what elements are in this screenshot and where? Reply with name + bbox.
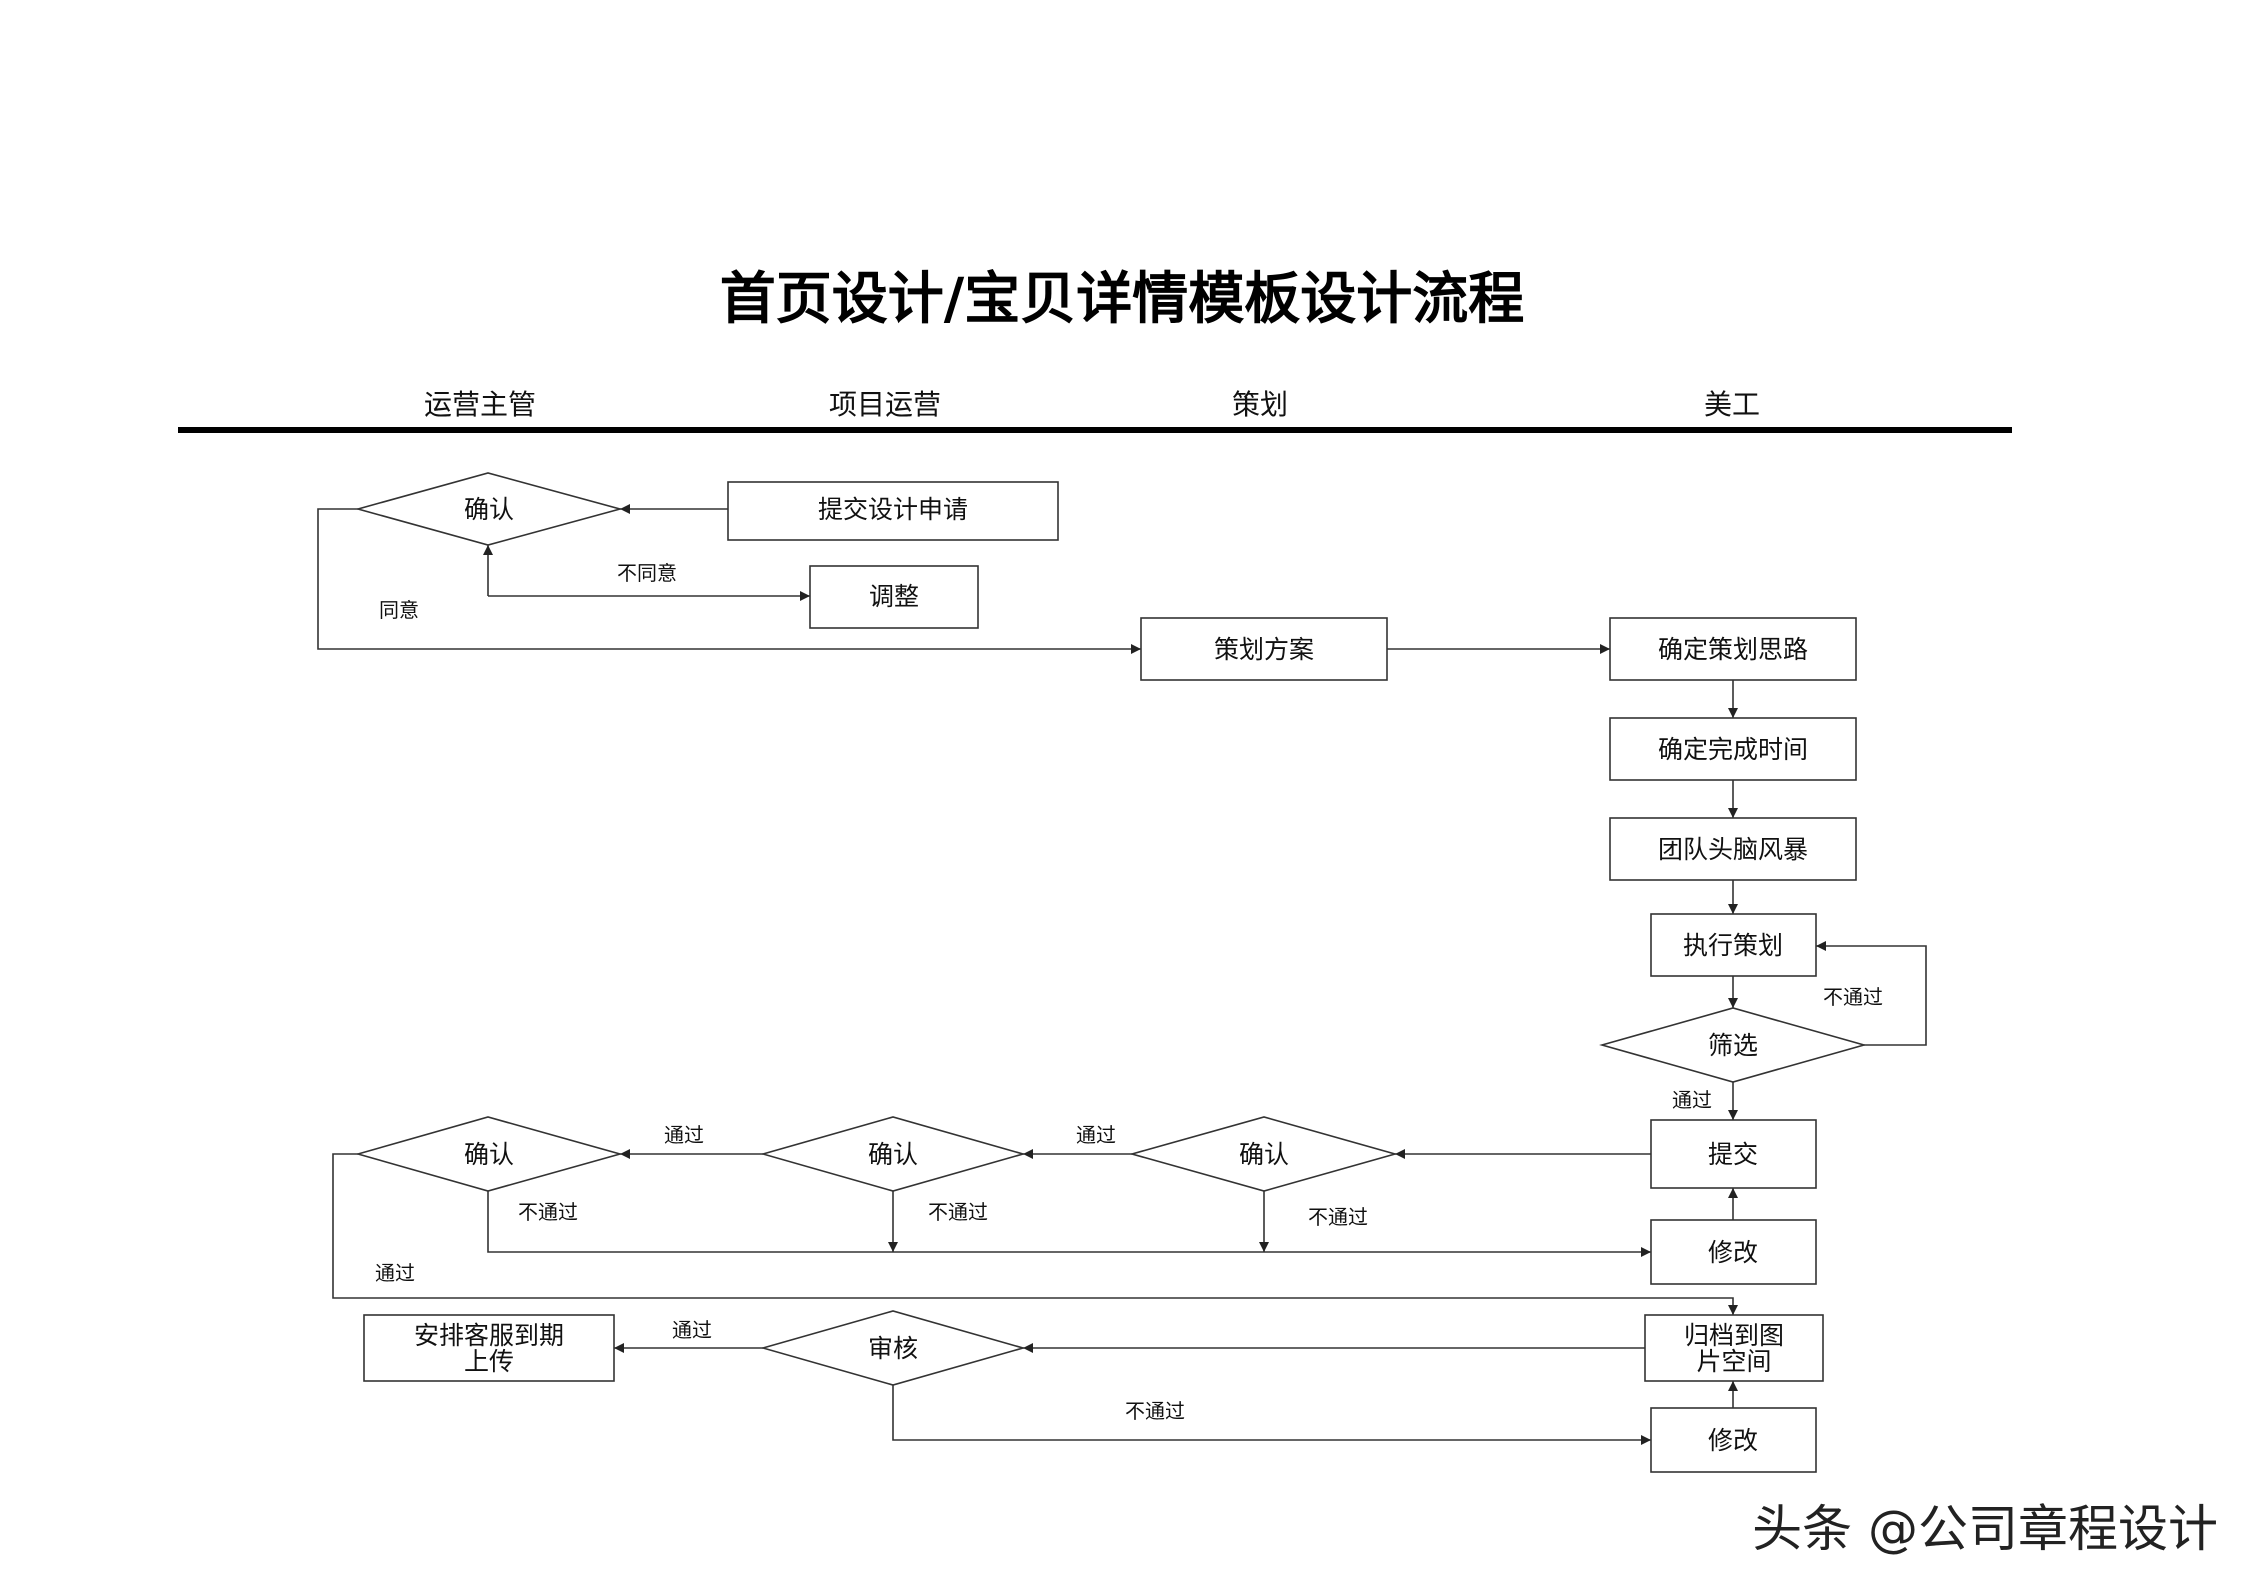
edge-label-review-pass: 通过 [672, 1318, 712, 1342]
edge-label-confirm-o-pass: 通过 [375, 1261, 415, 1285]
edge-confirm-o-pass-to-archive [332, 1153, 1738, 1315]
box-modify-1 [1650, 1219, 1817, 1285]
edge-label-disagree: 不同意 [617, 561, 677, 585]
box-set-time [1609, 717, 1857, 781]
decision-filter [1599, 1007, 1867, 1083]
box-plan-scheme [1140, 617, 1388, 681]
box-set-idea-label: 确定策划思路 [1658, 635, 1808, 664]
decision-confirm-project [760, 1116, 1026, 1192]
box-set-idea [1609, 617, 1857, 681]
decision-review-label: 审核 [868, 1334, 918, 1363]
edge-label-filter-pass: 通过 [1672, 1088, 1712, 1112]
decision-confirm-ops-label: 确认 [464, 1140, 514, 1169]
decision-filter-label: 筛选 [1708, 1031, 1758, 1060]
box-plan-scheme-label: 策划方案 [1214, 635, 1314, 664]
edge-label-filter-fail: 不通过 [1823, 985, 1883, 1009]
box-brainstorm [1609, 817, 1857, 881]
edge-label-agree: 同意 [379, 598, 419, 622]
lane-header-planning: 策划 [1232, 388, 1288, 421]
edge-label-review-fail: 不通过 [1125, 1399, 1185, 1423]
decision-confirm-project-label: 确认 [868, 1140, 918, 1169]
box-modify-2 [1650, 1407, 1817, 1473]
edge-label-confirm-c-pass: 通过 [1076, 1123, 1116, 1147]
box-submit-request [727, 481, 1059, 541]
box-modify-1-label: 修改 [1708, 1238, 1758, 1267]
edge-filter-fail-to-execute [1816, 941, 1927, 1046]
box-arrange-cs-label-line1: 安排客服到期 [414, 1321, 564, 1350]
box-execute-label: 执行策划 [1683, 931, 1783, 960]
box-submit-label: 提交 [1708, 1140, 1758, 1169]
box-set-time-label: 确定完成时间 [1658, 735, 1808, 764]
decision-confirm-planning [1129, 1116, 1398, 1192]
box-adjust-label: 调整 [869, 582, 919, 611]
decision-confirm-1 [355, 472, 624, 546]
decision-confirm-planning-label: 确认 [1239, 1140, 1289, 1169]
edge-label-confirm-p-fail: 不通过 [928, 1200, 988, 1224]
box-archive-label-line2: 片空间 [1696, 1347, 1771, 1376]
box-archive-label-line1: 归档到图 [1684, 1321, 1784, 1350]
box-arrange-cs-label-line2: 上传 [464, 1347, 514, 1376]
edge-confirm-o-fail-to-modify1 [487, 1191, 1651, 1257]
box-brainstorm-label: 团队头脑风暴 [1658, 835, 1808, 864]
box-submit-request-label: 提交设计申请 [818, 495, 968, 524]
edge-label-confirm-c-fail: 不通过 [1308, 1205, 1368, 1229]
decision-review [760, 1310, 1026, 1386]
edge-confirm1-agree-to-plan [317, 508, 1141, 654]
edge-label-confirm-o-fail: 不通过 [518, 1200, 578, 1224]
lane-header-ops-supervisor: 运营主管 [424, 388, 536, 421]
box-execute [1650, 913, 1817, 977]
box-adjust [809, 565, 979, 629]
edge-label-confirm-p-pass: 通过 [664, 1123, 704, 1147]
watermark: 头条 @公司章程设计 [1752, 1500, 2218, 1558]
lane-header-designer: 美工 [1704, 388, 1760, 421]
box-arrange-cs [363, 1314, 615, 1382]
box-submit [1650, 1119, 1817, 1189]
page-title: 首页设计/宝贝详情模板设计流程 [720, 266, 1524, 332]
decision-confirm-ops [355, 1116, 623, 1192]
edge-review-fail-to-modify2 [892, 1385, 1651, 1445]
box-archive [1644, 1314, 1824, 1382]
decision-confirm-1-label: 确认 [464, 495, 514, 524]
lane-header-project-ops: 项目运营 [829, 388, 941, 421]
box-modify-2-label: 修改 [1708, 1426, 1758, 1455]
